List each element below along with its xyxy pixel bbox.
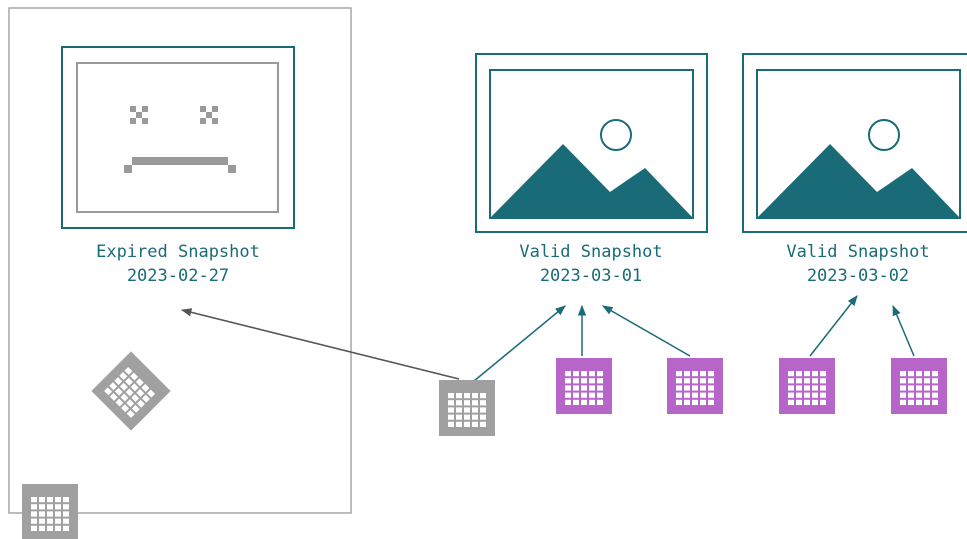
valid-snapshot-2-date: 2023-03-02 [806,266,910,286]
arrow-shared-file-to-valid-snapshot-1 [473,305,566,382]
grid-file-icon-deleted-tilted [91,351,171,431]
sad-face-icon [124,106,236,173]
expired-area-frame [8,7,352,514]
grid-file-icon-4 [891,358,947,414]
arrow-file-4-to-valid-snapshot-2 [809,295,858,357]
arrow-file-5-to-valid-snapshot-2 [892,305,915,357]
expired-snapshot [61,46,295,229]
valid-snapshot-1 [475,53,708,233]
valid-snapshot-1-title: Valid Snapshot [519,242,663,262]
grid-file-icon-2 [667,358,723,414]
image-icon [758,119,959,217]
arrow-shared-file-to-expired-snapshot [180,308,460,380]
grid-file-icon-shared [439,380,495,436]
grid-file-icon-3 [779,358,835,414]
image-icon [491,119,692,217]
valid-snapshot-2 [742,53,967,233]
valid-snapshot-2-label: Valid Snapshot 2023-03-02 [738,240,967,288]
valid-snapshot-1-label: Valid Snapshot 2023-03-01 [471,240,711,288]
grid-file-icon-1 [556,358,612,414]
expired-snapshot-label: Expired Snapshot 2023-02-27 [58,240,298,288]
grid-file-icon-deleted [22,484,78,539]
expired-snapshot-date: 2023-02-27 [126,266,230,286]
expired-snapshot-title: Expired Snapshot [96,242,260,262]
valid-snapshot-2-title: Valid Snapshot [786,242,930,262]
arrow-file-3-to-valid-snapshot-1 [602,305,691,357]
valid-snapshot-1-date: 2023-03-01 [539,266,643,286]
